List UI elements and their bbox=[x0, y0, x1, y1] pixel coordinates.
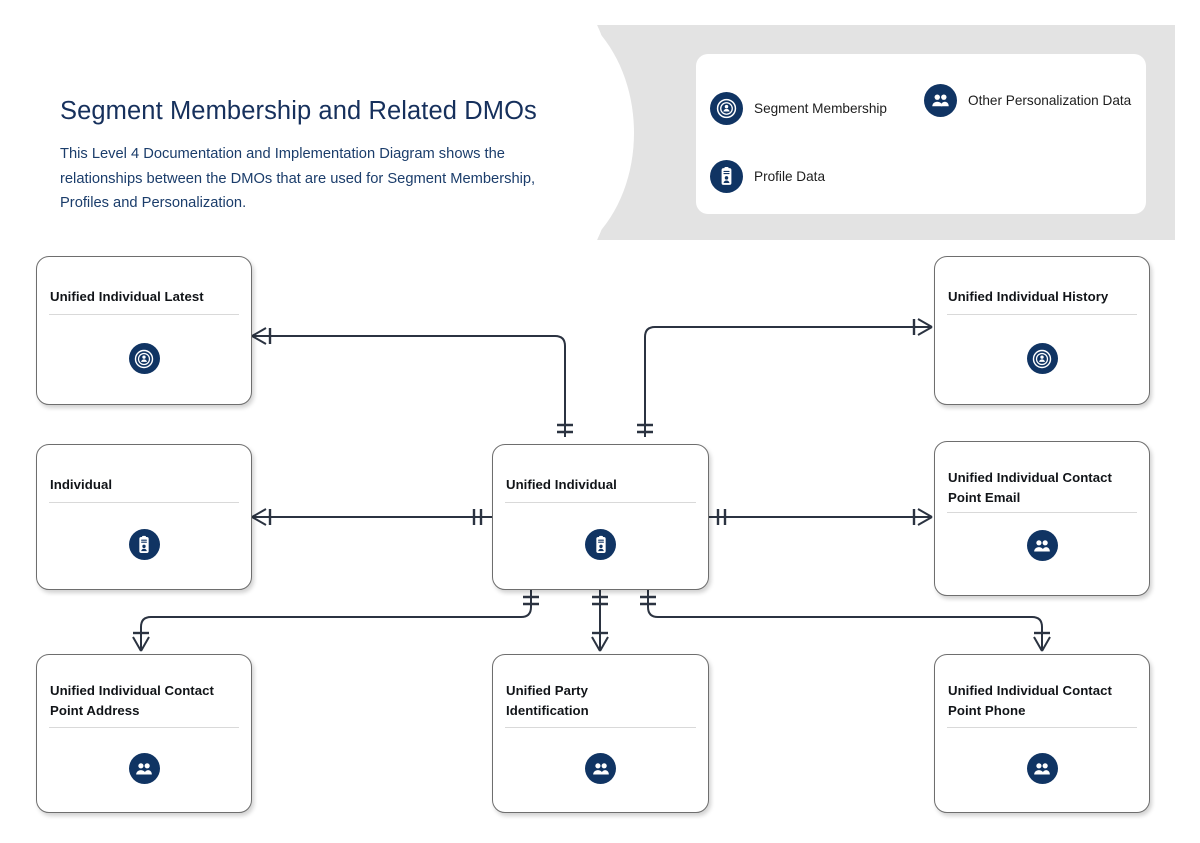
entity-unified-individual-contact-point-phone[interactable]: Unified Individual Contact Point Phone bbox=[934, 654, 1150, 813]
entity-icon-wrap bbox=[493, 529, 708, 560]
id-badge-icon bbox=[585, 529, 616, 560]
legend-label: Profile Data bbox=[754, 168, 826, 184]
entity-title: Unified Individual bbox=[506, 477, 617, 492]
entity-title: Unified Individual History bbox=[948, 289, 1109, 304]
people-group-icon bbox=[128, 753, 160, 784]
entity-individual[interactable]: Individual bbox=[36, 444, 252, 590]
entity-icon-wrap bbox=[37, 753, 251, 784]
legend-item-other-personalization-data: Other Personalization Data bbox=[924, 84, 1131, 117]
entity-icon-wrap bbox=[935, 343, 1149, 374]
entity-unified-party-identification[interactable]: Unified Party Identification bbox=[492, 654, 709, 813]
legend-item-profile-data: Profile Data bbox=[710, 160, 825, 193]
entity-divider bbox=[947, 512, 1137, 513]
page-title: Segment Membership and Related DMOs bbox=[60, 97, 537, 125]
people-group-icon bbox=[585, 753, 616, 784]
entity-unified-individual-contact-point-address[interactable]: Unified Individual Contact Point Address bbox=[36, 654, 252, 813]
entity-title: Unified Party Identification bbox=[506, 683, 589, 718]
legend-item-segment-membership: Segment Membership bbox=[710, 92, 887, 125]
legend-label: Other Personalization Data bbox=[968, 92, 1132, 108]
entity-divider bbox=[49, 502, 239, 503]
entity-icon-wrap bbox=[37, 529, 251, 560]
id-badge-icon bbox=[128, 529, 160, 560]
entity-title: Unified Individual Contact Point Email bbox=[948, 470, 1112, 505]
entity-unified-individual[interactable]: Unified Individual bbox=[492, 444, 709, 590]
entity-title: Unified Individual Contact Point Phone bbox=[948, 683, 1112, 718]
people-group-icon bbox=[1026, 753, 1058, 784]
page-description: This Level 4 Documentation and Implement… bbox=[60, 145, 536, 212]
legend-label: Segment Membership bbox=[754, 100, 887, 116]
segment-target-icon bbox=[710, 92, 743, 125]
people-group-icon bbox=[1026, 530, 1058, 561]
entity-unified-individual-contact-point-email[interactable]: Unified Individual Contact Point Email bbox=[934, 441, 1150, 596]
entity-title: Individual bbox=[50, 477, 113, 492]
entity-title: Unified Individual Contact Point Address bbox=[50, 683, 214, 718]
entity-divider bbox=[505, 727, 696, 728]
segment-target-icon bbox=[1026, 343, 1058, 374]
entity-divider bbox=[947, 314, 1137, 315]
entity-icon-wrap bbox=[37, 343, 251, 374]
entity-icon-wrap bbox=[493, 753, 708, 784]
entity-divider bbox=[49, 314, 239, 315]
entity-unified-individual-latest[interactable]: Unified Individual Latest bbox=[36, 256, 252, 405]
legend-panel: Segment Membership Other Personalization… bbox=[696, 54, 1146, 214]
people-group-icon bbox=[924, 84, 957, 117]
entity-divider bbox=[49, 727, 239, 728]
segment-target-icon bbox=[128, 343, 160, 374]
entity-icon-wrap bbox=[935, 530, 1149, 561]
entity-divider bbox=[947, 727, 1137, 728]
entity-icon-wrap bbox=[935, 753, 1149, 784]
id-badge-icon bbox=[710, 160, 743, 193]
entity-title: Unified Individual Latest bbox=[50, 289, 204, 304]
entity-divider bbox=[505, 502, 696, 503]
header-block: Segment Membership and Related DMOs This… bbox=[60, 96, 580, 216]
entity-unified-individual-history[interactable]: Unified Individual History bbox=[934, 256, 1150, 405]
